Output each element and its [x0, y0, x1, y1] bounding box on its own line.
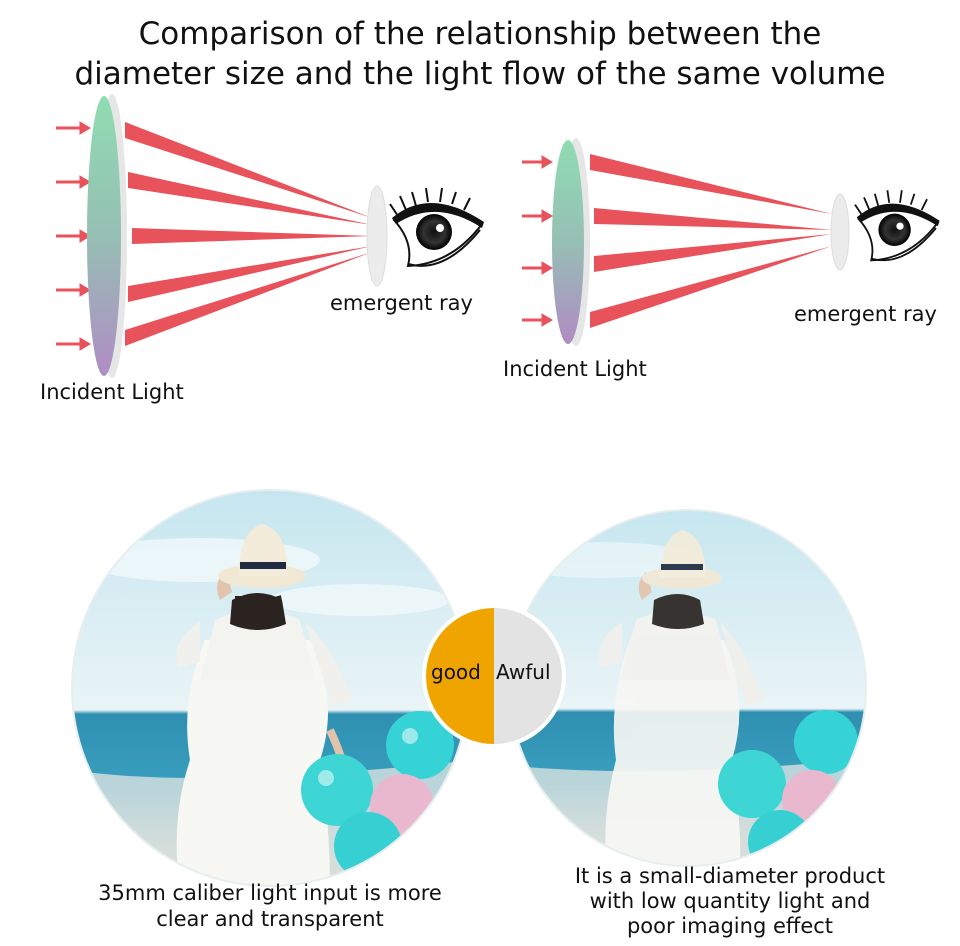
refracted-ray	[128, 246, 372, 302]
incident-arrow	[522, 261, 553, 275]
refracted-ray	[125, 252, 372, 346]
refracted-ray	[128, 172, 372, 225]
blurry-caption-line-1: It is a small-diameter product	[574, 864, 886, 888]
refracted-ray	[132, 228, 372, 244]
woman-figure	[176, 524, 354, 886]
refracted-ray	[590, 246, 832, 328]
incident-arrow	[56, 175, 91, 189]
large-incident-arrows	[56, 121, 91, 351]
title-line-1: Comparison of the relationship between t…	[138, 16, 822, 52]
large-lens	[87, 94, 127, 378]
refracted-ray	[125, 122, 372, 218]
diagram-title: Comparison of the relationship between t…	[0, 14, 960, 94]
large-incident-light-label: Incident Light	[40, 380, 184, 404]
incident-arrow	[522, 209, 553, 223]
large-emergent-lens	[366, 185, 388, 287]
blurry-view-caption: It is a small-diameter product with low …	[530, 864, 930, 939]
good-half	[426, 608, 494, 744]
refracted-ray	[594, 208, 832, 230]
incident-arrow	[56, 337, 91, 351]
eye-icon	[389, 187, 484, 268]
comparison-badge	[422, 604, 566, 748]
woman-figure	[598, 530, 764, 866]
eye-icon	[854, 190, 940, 262]
blurry-caption-line-3: poor imaging effect	[626, 914, 834, 938]
small-emergent-ray-label: emergent ray	[794, 302, 937, 326]
blurry-caption-line-2: with low quantity light and	[589, 889, 871, 913]
clear-caption-line-2: clear and transparent	[156, 907, 384, 931]
incident-arrow	[522, 313, 553, 327]
small-lens	[552, 138, 590, 346]
incident-arrow	[56, 229, 91, 243]
awful-half	[494, 608, 562, 744]
clear-view-caption: 35mm caliber light input is more clear a…	[70, 880, 470, 932]
small-lens-diagram	[522, 138, 940, 346]
good-label: good	[431, 660, 481, 684]
small-incident-arrows	[522, 155, 553, 327]
incident-arrow	[56, 283, 91, 297]
large-lens-diagram	[56, 94, 484, 378]
large-refracted-rays	[125, 122, 372, 346]
small-incident-light-label: Incident Light	[503, 357, 647, 381]
title-line-2: diameter size and the light flow of the …	[74, 56, 886, 92]
refracted-ray	[590, 154, 832, 214]
small-refracted-rays	[590, 154, 832, 328]
incident-arrow	[522, 155, 553, 169]
large-emergent-ray-label: emergent ray	[330, 291, 473, 315]
awful-label: Awful	[496, 660, 551, 684]
clear-view-photo	[72, 490, 468, 886]
clear-caption-line-1: 35mm caliber light input is more	[98, 881, 442, 905]
small-emergent-lens	[830, 193, 850, 271]
incident-arrow	[56, 121, 91, 135]
refracted-ray	[594, 234, 832, 272]
